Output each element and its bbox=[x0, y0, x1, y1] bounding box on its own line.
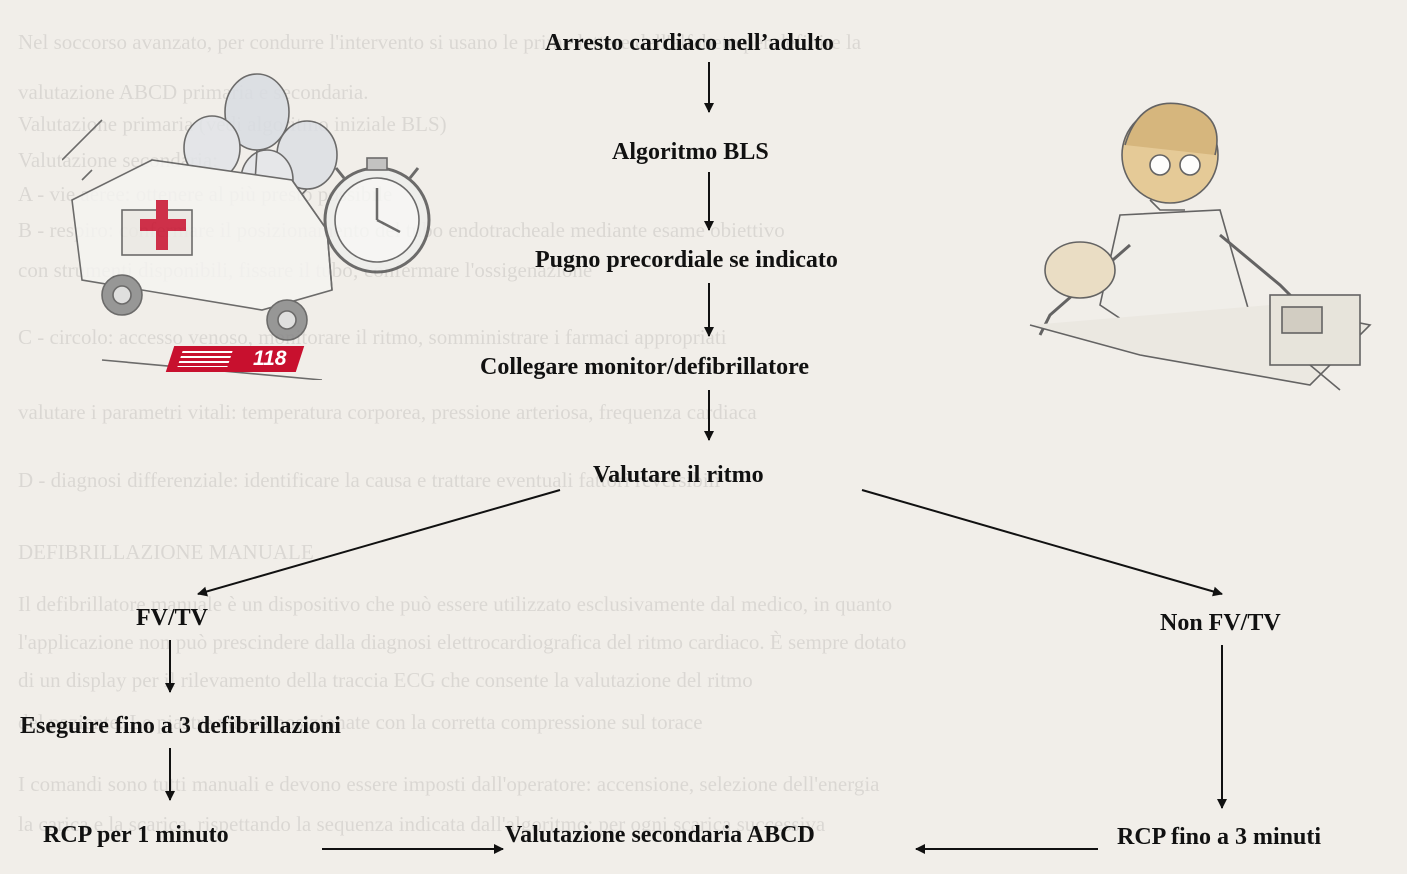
ambulance-clock-illustration bbox=[62, 60, 462, 380]
ambulance-badge: 118 bbox=[166, 346, 304, 372]
node-arresto-cardiaco: Arresto cardiaco nell’adulto bbox=[545, 31, 834, 55]
node-fv-tv: FV/TV bbox=[136, 606, 208, 630]
arrow-ritmo-to-fvtv bbox=[198, 490, 560, 594]
node-valutare-ritmo: Valutare il ritmo bbox=[593, 463, 764, 487]
rescuer-patient-illustration bbox=[1010, 85, 1390, 405]
node-collegare-monitor: Collegare monitor/defibrillatore bbox=[480, 355, 809, 379]
node-non-fv-tv: Non FV/TV bbox=[1160, 611, 1281, 635]
node-valutazione-secondaria: Valutazione secondaria ABCD bbox=[505, 823, 815, 847]
arrow-ritmo-to-non-fvtv bbox=[862, 490, 1222, 594]
ambulance-badge-label: 118 bbox=[253, 347, 286, 371]
badge-stripes bbox=[177, 351, 232, 367]
node-eseguire-defibrillazioni: Eseguire fino a 3 defibrillazioni bbox=[20, 714, 341, 738]
node-pugno-precordiale: Pugno precordiale se indicato bbox=[535, 248, 838, 272]
node-algoritmo-bls: Algoritmo BLS bbox=[612, 140, 769, 164]
node-rcp-3-minuti: RCP fino a 3 minuti bbox=[1117, 825, 1321, 849]
node-rcp-1-minuto: RCP per 1 minuto bbox=[43, 823, 229, 847]
